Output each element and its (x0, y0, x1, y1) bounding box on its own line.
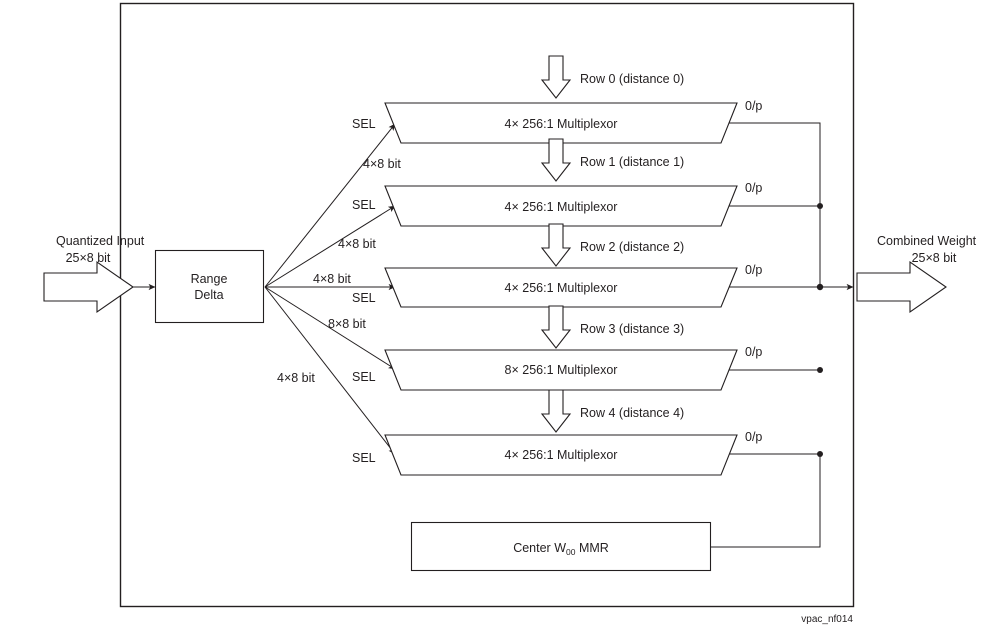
bus-label-row1: 4×8 bit (338, 237, 376, 251)
mux-trapezoid-row1 (384, 185, 738, 227)
block-arrow-down-icon-row0 (540, 55, 572, 99)
junction-dot-row3 (817, 367, 823, 373)
mux-label-row1: 4× 256:1 Multiplexor (505, 200, 618, 214)
row-label-3: Row 3 (distance 3) (580, 322, 684, 336)
mux-row-4: Row 4 (distance 4) 4× 256:1 Multiplexor … (384, 389, 823, 476)
mux-row-0: Row 0 (distance 0) 4× 256:1 Multiplexor … (384, 55, 821, 287)
sel-label-row4: SEL (352, 451, 376, 465)
sel-label-row1: SEL (352, 198, 376, 212)
block-arrow-down-icon-row1 (540, 138, 572, 182)
block-arrow-right-icon-out (856, 260, 947, 314)
row-label-1: Row 1 (distance 1) (580, 155, 684, 169)
sel-fanout-wires (264, 123, 396, 455)
row-label-2: Row 2 (distance 2) (580, 240, 684, 254)
input-label-line2: 25×8 bit (66, 251, 111, 265)
sel-wire-row3 (264, 286, 396, 370)
combined-weight-group: Combined Weight 25×8 bit (820, 234, 977, 314)
range-delta-block: Range Delta (154, 249, 265, 324)
sel-wire-row4 (264, 286, 396, 455)
out-label-row0: 0/p (745, 99, 762, 113)
mux-label-row3: 8× 256:1 Multiplexor (505, 363, 618, 377)
mux-trapezoid-row4 (384, 434, 738, 476)
mux-trapezoid-row2 (384, 267, 738, 308)
junction-dot-row1 (817, 203, 823, 209)
center-mmr-subscript: 00 (566, 547, 576, 557)
block-arrow-down-icon-row3 (540, 305, 572, 349)
out-label-row4: 0/p (745, 430, 762, 444)
range-delta-box (154, 249, 265, 324)
mux-row-1: Row 1 (distance 1) 4× 256:1 Multiplexor … (384, 138, 823, 227)
center-mmr-output-wire (711, 454, 821, 548)
bus-label-row4: 4×8 bit (277, 371, 315, 385)
center-mmr-prefix: Center W (513, 541, 566, 555)
block-arrow-down-icon-row2 (540, 223, 572, 267)
output-label-line1: Combined Weight (877, 234, 977, 248)
quantized-input-group: Quantized Input 25×8 bit (43, 234, 156, 314)
mux-row-3: Row 3 (distance 3) 8× 256:1 Multiplexor … (384, 305, 823, 391)
out-label-row3: 0/p (745, 345, 762, 359)
bus-label-row3: 8×8 bit (328, 317, 366, 331)
block-arrow-down-icon-row4 (540, 389, 572, 433)
mux-trapezoid-row3 (384, 349, 738, 391)
sel-wire-row1 (264, 205, 396, 288)
bus-label-row0: 4×8 bit (363, 157, 401, 171)
row-label-0: Row 0 (distance 0) (580, 72, 684, 86)
mux-label-row0: 4× 256:1 Multiplexor (505, 117, 618, 131)
mux-row-2: Row 2 (distance 2) 4× 256:1 Multiplexor … (384, 223, 824, 308)
out-label-row1: 0/p (745, 181, 762, 195)
center-mmr-block: Center W00 MMR (410, 454, 821, 572)
out-label-row2: 0/p (745, 263, 762, 277)
sel-label-row0: SEL (352, 117, 376, 131)
output-label-line2: 25×8 bit (912, 251, 957, 265)
mux-label-row4: 4× 256:1 Multiplexor (505, 448, 618, 462)
bus-label-row2: 4×8 bit (313, 272, 351, 286)
block-arrow-right-icon (43, 260, 134, 314)
center-mmr-label: Center W00 MMR (513, 541, 609, 557)
center-mmr-box (410, 521, 712, 572)
diagram-frame (119, 2, 855, 608)
sel-label-row3: SEL (352, 370, 376, 384)
mux-label-row2: 4× 256:1 Multiplexor (505, 281, 618, 295)
row-label-4: Row 4 (distance 4) (580, 406, 684, 420)
sel-wire-row0 (264, 123, 396, 288)
range-delta-label-line1: Range (191, 272, 228, 286)
input-label-line1: Quantized Input (56, 234, 145, 248)
sel-label-row2: SEL (352, 291, 376, 305)
mux-output-wire-row0 (729, 122, 821, 287)
range-delta-label-line2: Delta (194, 288, 223, 302)
mux-trapezoid-row0 (384, 102, 738, 144)
center-mmr-suffix: MMR (575, 541, 608, 555)
figure-caption: vpac_nf014 (801, 614, 853, 625)
